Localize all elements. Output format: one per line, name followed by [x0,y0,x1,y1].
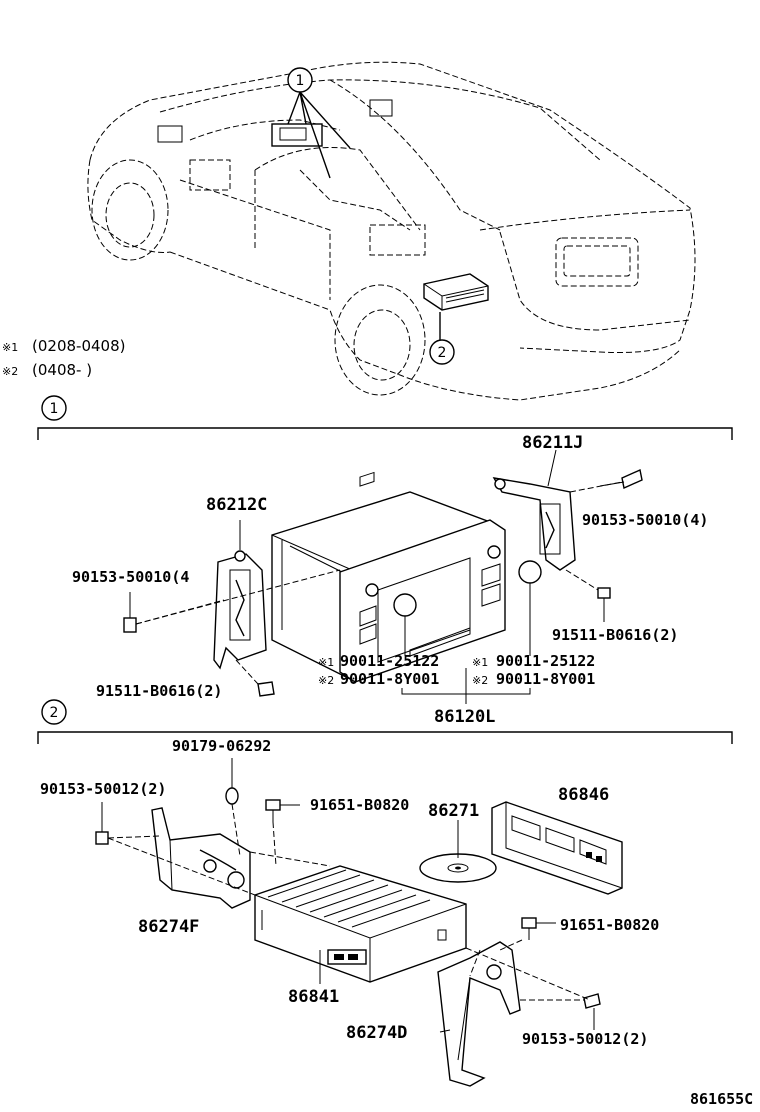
note-1-mark: ※1 [2,341,18,354]
bracket-86274F [151,807,251,909]
callout-2: 2 [429,339,455,365]
part-label-86846: 86846 [558,785,609,805]
bolt-top-left-90153 [95,802,161,845]
screw-right-91511 [565,569,611,622]
leader-86120L [401,668,531,704]
section-2-label: 2 [50,705,59,721]
cap-left-2-mark: ※2 [318,674,334,687]
part-label-bolt-bottom-right: 90153-50012(2) [522,1030,648,1048]
section-1: 1 [37,395,733,727]
head-unit-86120L [271,471,506,683]
bracket-86211J [492,449,576,571]
section-2: 2 [37,699,733,1087]
note-2-text: (0408- ) [32,361,92,379]
bolt-right-91651 [499,917,556,951]
cap-left-1-label: 90011-25122 [340,652,439,670]
part-label-bolt-right: 90153-50010(4) [582,511,708,529]
bolt-left-90153 [123,592,225,633]
note-2-mark: ※2 [2,365,18,378]
section-1-label: 1 [50,401,59,417]
note-1-text: (0208-0408) [32,337,125,355]
cap-left [393,593,417,656]
part-label-86271: 86271 [428,801,479,821]
part-label-86841: 86841 [288,987,339,1007]
bolt-bottom-right-90153 [520,993,601,1030]
part-label-90179: 90179-06292 [172,737,271,755]
cap-left-1-mark: ※1 [318,656,334,669]
part-label-bolt-top-left: 90153-50012(2) [40,780,166,798]
part-label-86274F: 86274F [138,917,199,937]
part-label-86274D: 86274D [346,1023,407,1043]
bolt-right-90153 [569,469,643,493]
part-label-bolt-left: 90153-50010(4 [72,568,189,586]
part-label-screw-left: 91511-B0616(2) [96,682,222,700]
car-illustration [87,61,696,401]
cap-left-2-label: 90011-8Y001 [340,670,439,688]
disc-86271 [419,820,497,883]
part-label-86120L: 86120L [434,707,495,727]
callout-1: 1 [287,67,313,93]
section-1-bracket [37,427,733,440]
screw-left-91511 [235,659,275,697]
part-label-screw-right: 91511-B0616(2) [552,626,678,644]
nut-90179 [225,758,241,857]
panel-86846 [491,801,623,895]
bracket-86274D [437,941,521,1087]
cap-right-2-mark: ※2 [472,674,488,687]
callout-1-label: 1 [296,73,305,89]
figure-code: 861655C [690,1090,753,1108]
cap-right-1-label: 90011-25122 [496,652,595,670]
part-label-86211J: 86211J [522,433,583,453]
amplifier-86841 [254,865,467,983]
section-2-bracket [37,731,733,744]
part-label-86212C: 86212C [206,495,267,515]
cap-right-1-mark: ※1 [472,656,488,669]
period-notes: ※1 (0208-0408) ※2 (0408- ) [2,337,125,379]
bolt-top-mid-91651 [265,799,300,867]
cap-right [518,560,542,656]
part-label-bolt-top-mid: 91651-B0820 [310,796,409,814]
callout-2-label: 2 [438,345,447,361]
part-label-bolt-right: 91651-B0820 [560,916,659,934]
bracket-86212C [213,520,267,670]
cap-right-2-label: 90011-8Y001 [496,670,595,688]
